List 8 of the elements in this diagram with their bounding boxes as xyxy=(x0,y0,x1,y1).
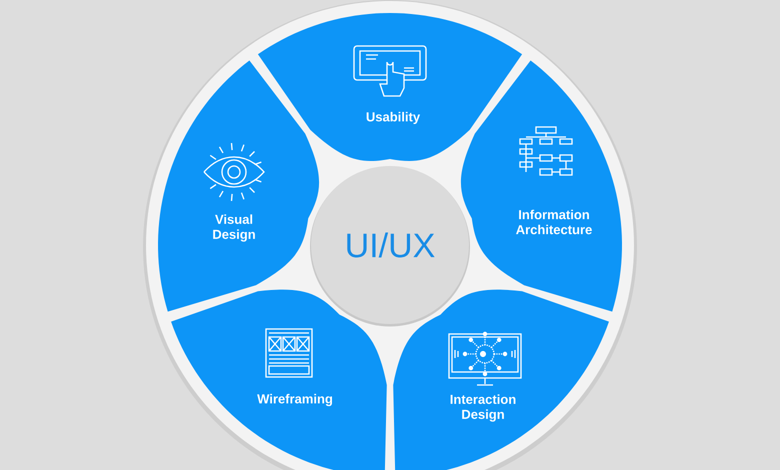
node-label: Visual Design xyxy=(213,214,255,242)
petal-segment: Interaction Design xyxy=(393,290,609,470)
petal-segment: Visual Design xyxy=(158,60,320,312)
node-label: Usability xyxy=(366,112,420,124)
petal-segment: Usability xyxy=(258,13,522,161)
petal-segment: Wireframing xyxy=(171,290,387,470)
node-label: Information Architecture xyxy=(516,210,592,234)
petal-segment: Information Architecture xyxy=(460,60,622,312)
